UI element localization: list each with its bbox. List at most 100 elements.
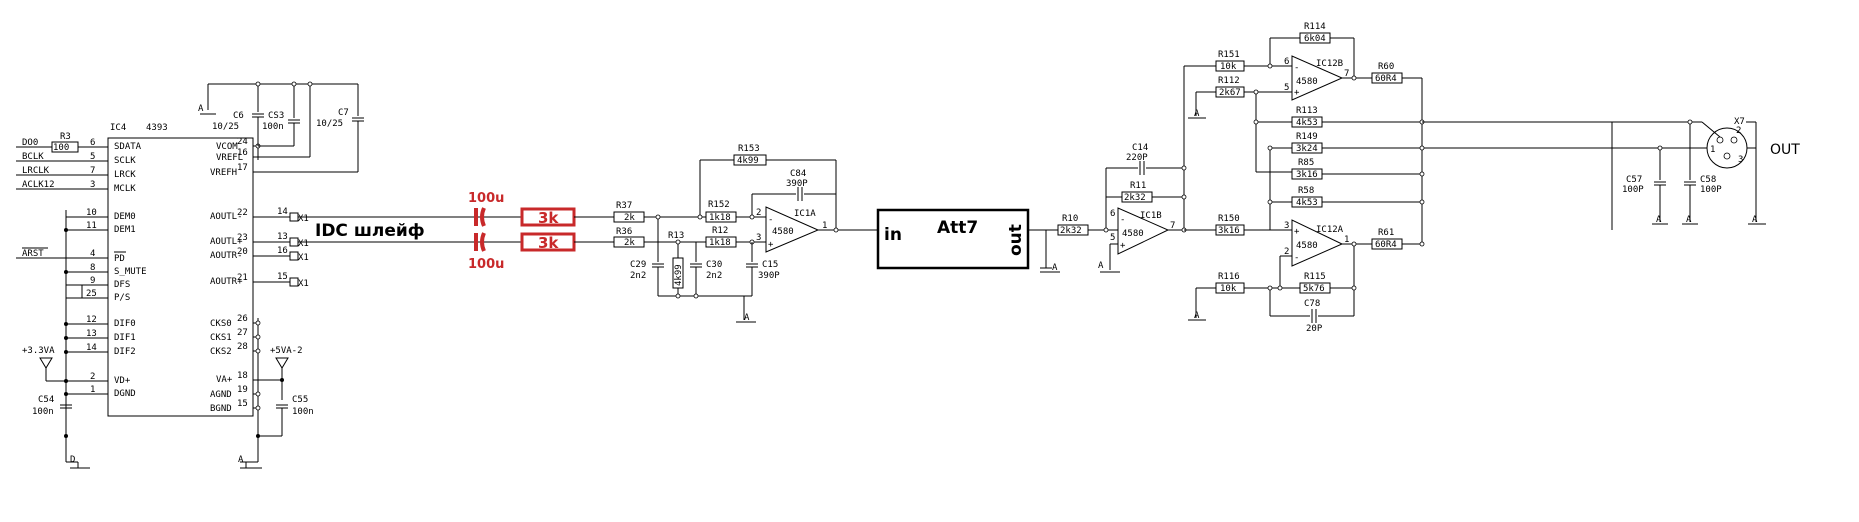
pin-name-pd: PD xyxy=(114,254,125,264)
c30-ref: C30 xyxy=(706,260,722,270)
c58-ref: C58 xyxy=(1700,175,1716,185)
pin-num-vd: 2 xyxy=(90,372,95,382)
att7-out-label: out xyxy=(1006,224,1026,256)
pin-name-dgnd: DGND xyxy=(114,389,136,399)
rail-3v3-label: +3.3VA xyxy=(22,346,55,356)
x1-label-15: X1 xyxy=(298,279,309,289)
r60-value: 60R4 xyxy=(1375,74,1397,84)
pin-num-vrefl: 16 xyxy=(237,148,248,158)
ic1a-part: 4580 xyxy=(772,227,794,237)
c57-ref: C57 xyxy=(1626,175,1642,185)
ic1b-stage: 2k32 R10 2k32 R11 C14 220P -+ 6 5 7 IC1B… xyxy=(1057,66,1212,273)
r13-ref: R13 xyxy=(668,231,684,241)
ic12b-pin-o: 7 xyxy=(1344,69,1349,79)
c54-ref: C54 xyxy=(38,395,54,405)
net-label-lrclk: LRCLK xyxy=(22,166,50,176)
ic12b-ref: IC12B xyxy=(1316,59,1343,69)
pin-num-lrck: 7 xyxy=(90,166,95,176)
pin-num-dem0: 10 xyxy=(86,208,97,218)
gnd-a-label-r116: A xyxy=(1194,311,1200,321)
r152-ref: R152 xyxy=(708,200,730,210)
c6-value: 10/25 xyxy=(212,122,239,132)
ic4-right-pins: 24 VCOM 16 VREFL 17 VREFH 22 AOUTL- 23 A… xyxy=(210,137,358,414)
svg-text:+: + xyxy=(1120,241,1126,251)
c6-ref: C6 xyxy=(233,111,244,121)
pin-num-dif0: 12 xyxy=(86,315,97,325)
gnd-d-label: D xyxy=(70,455,75,465)
r85-value: 3k16 xyxy=(1296,170,1318,180)
att7-in-label: in xyxy=(884,225,902,245)
ic12b-pin-m: 6 xyxy=(1284,57,1289,67)
pin-name-cks2: CKS2 xyxy=(210,347,232,357)
ic1b-opamp xyxy=(1117,207,1170,255)
cs3-ref: CS3 xyxy=(268,111,284,121)
x7-pin-2: 2 xyxy=(1736,126,1741,136)
pin-num-vcom: 24 xyxy=(237,137,248,147)
pin-num-va: 18 xyxy=(237,371,248,381)
pin-name-sdata: SDATA xyxy=(114,142,142,152)
supply-arrow-5v xyxy=(275,357,289,369)
r36-value: 2k xyxy=(624,238,635,248)
r3-ref: R3 xyxy=(60,132,71,142)
pin-name-aoutr-p: AOUTR+ xyxy=(210,277,243,287)
ic12a-pin-o: 1 xyxy=(1344,235,1349,245)
ic1a-pin-m: 2 xyxy=(756,208,761,218)
pin-num-cks0: 26 xyxy=(237,314,248,324)
out-label: OUT xyxy=(1770,142,1800,158)
c58-value: 100P xyxy=(1700,185,1722,195)
rail-5v-label: +5VA-2 xyxy=(270,346,303,356)
r13-value: 4k99 xyxy=(674,264,684,286)
r150-ref: R150 xyxy=(1218,214,1240,224)
pin-name-dem0: DEM0 xyxy=(114,212,136,222)
pin-num-dif1: 13 xyxy=(86,329,97,339)
r61-ref: R61 xyxy=(1378,228,1394,238)
r113-value: 4k53 xyxy=(1296,118,1318,128)
pin-num-dfs: 9 xyxy=(90,276,95,286)
c29-ref: C29 xyxy=(630,260,646,270)
ic4-left-pins: 10 DEM0 11 DEM1 8 S_MUTE 9 DFS 25 P/S 12… xyxy=(46,208,147,399)
ic12b-part: 4580 xyxy=(1296,77,1318,87)
r115-value: 5k76 xyxy=(1303,284,1325,294)
pin-name-dif2: DIF2 xyxy=(114,347,136,357)
x7-pin-3: 3 xyxy=(1738,155,1743,165)
c78-value: 20P xyxy=(1306,324,1323,334)
pin-name-va: VA+ xyxy=(216,375,233,385)
r112-ref: R112 xyxy=(1218,76,1240,86)
pin-name-dif0: DIF0 xyxy=(114,319,136,329)
gnd-a-label-r112: A xyxy=(1194,109,1200,119)
ic12a-part: 4580 xyxy=(1296,241,1318,251)
ic1a-opamp xyxy=(765,206,820,253)
ic1b-ref: IC1B xyxy=(1140,211,1162,221)
resistor-ladder: 4k53 R113 3k24 R149 3k16 R85 4k53 R58 xyxy=(1267,106,1660,230)
gnd-a-label-top: A xyxy=(198,104,204,114)
r153-value: 4k99 xyxy=(737,156,759,166)
pin-num-sdata: 6 xyxy=(90,138,95,148)
cs3-value: 100n xyxy=(262,122,284,132)
pin-num-aoutr-m: 20 xyxy=(237,247,248,257)
ic12a-pin-p: 3 xyxy=(1284,221,1289,231)
red-cap-value-bottom: 100u xyxy=(468,257,504,272)
pin-name-dfs: DFS xyxy=(114,280,130,290)
supply-arrow-3v3 xyxy=(39,357,53,369)
net-label-do0: DO0 xyxy=(22,138,38,148)
output-section: A C57 100P A C58 100P 1 2 3 X7 OUT A xyxy=(1422,117,1800,230)
pin-name-smute: S_MUTE xyxy=(114,267,147,277)
x7-pin-1: 1 xyxy=(1710,145,1715,155)
c84-value: 390P xyxy=(786,179,808,189)
ic1a-ref: IC1A xyxy=(794,209,816,219)
svg-text:-: - xyxy=(1294,63,1299,73)
pin-name-dif1: DIF1 xyxy=(114,333,136,343)
r11-value: 2k32 xyxy=(1124,193,1146,203)
r152-value: 1k18 xyxy=(709,213,731,223)
x7-ref: X7 xyxy=(1734,117,1745,127)
pin-name-agnd: AGND xyxy=(210,390,232,400)
red-res-value-bottom: 3k xyxy=(538,234,559,252)
c7-ref: C7 xyxy=(338,108,349,118)
pin-num-cks1: 27 xyxy=(237,328,248,338)
c55-ref: C55 xyxy=(292,395,308,405)
ic1a-pin-o: 1 xyxy=(822,221,827,231)
ic1b-part: 4580 xyxy=(1122,229,1144,239)
c54-value: 100n xyxy=(32,407,54,417)
x1-label-16: X1 xyxy=(298,253,309,263)
r12-ref: R12 xyxy=(712,226,728,236)
